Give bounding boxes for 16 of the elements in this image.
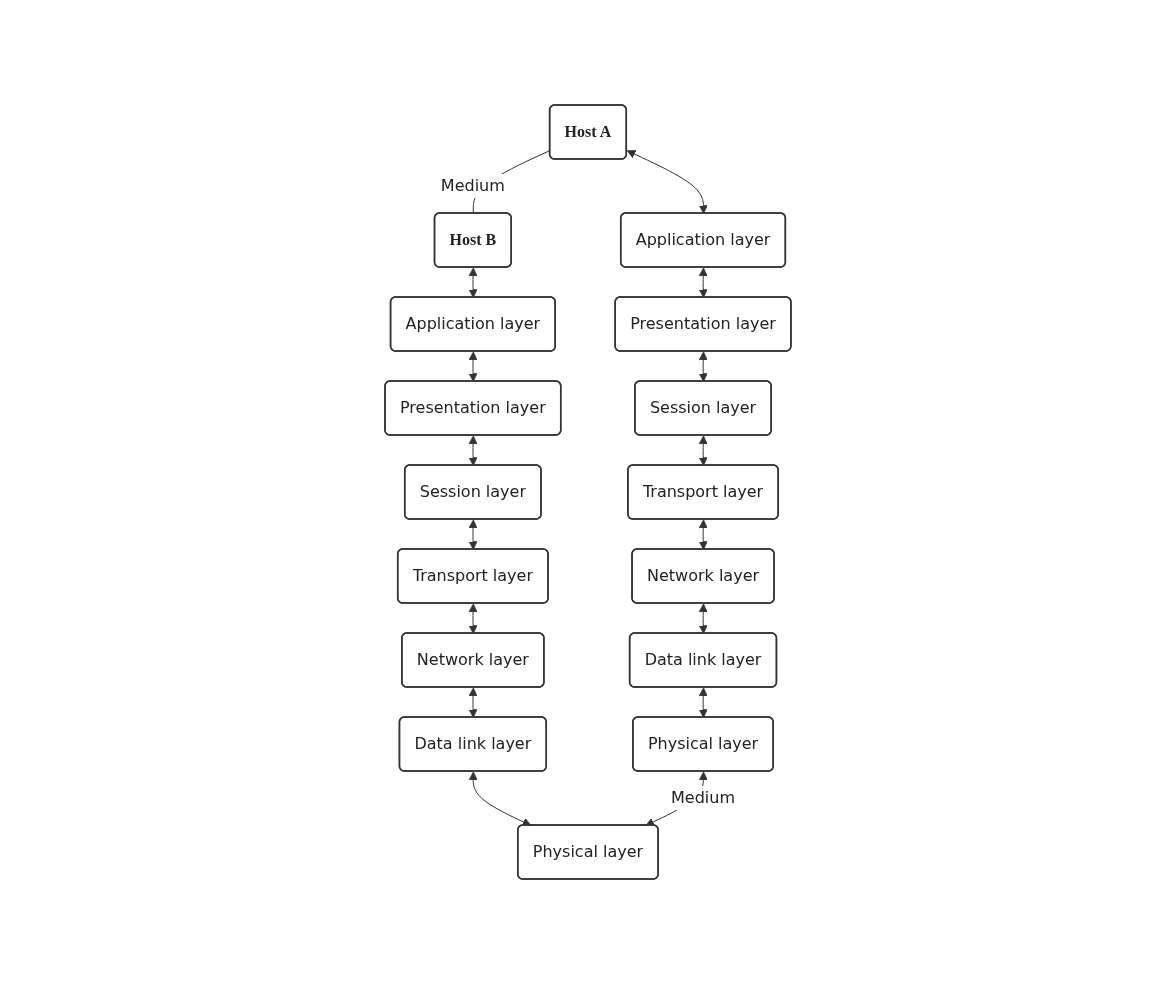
arrow <box>698 687 708 718</box>
arrow <box>626 149 708 214</box>
edge-label: Medium <box>670 787 735 807</box>
arrow <box>468 435 478 466</box>
arrow <box>468 687 478 718</box>
arrow <box>698 351 708 382</box>
arrow <box>468 351 478 382</box>
arrow <box>468 603 478 634</box>
arrow <box>698 603 708 634</box>
edge-label: Medium <box>440 175 505 195</box>
arrow <box>698 435 708 466</box>
arrow <box>698 519 708 550</box>
arrow <box>468 519 478 550</box>
arrow <box>468 267 478 298</box>
arrow <box>468 771 531 826</box>
arrow <box>698 267 708 298</box>
